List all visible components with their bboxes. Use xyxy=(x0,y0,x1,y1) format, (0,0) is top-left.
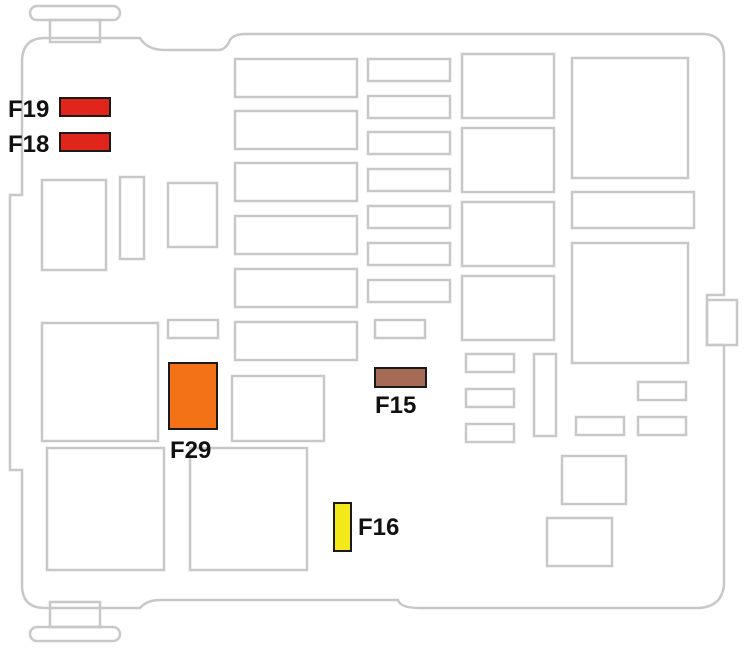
fuse-slot xyxy=(233,267,359,309)
fuse-label-f16: F16 xyxy=(358,514,399,541)
fuse-slot xyxy=(233,161,359,203)
relay-slot xyxy=(40,178,108,272)
highlighted-fuses xyxy=(59,97,427,552)
relay-slot xyxy=(230,374,326,443)
fuse-f29 xyxy=(168,362,218,430)
fuse-slot xyxy=(464,352,516,374)
fuse-f16 xyxy=(333,502,352,552)
fuse-slot xyxy=(366,167,452,193)
fuse-slot xyxy=(636,415,688,437)
fuse-label-f19: F19 xyxy=(8,96,49,123)
fuse-label-f18: F18 xyxy=(8,131,49,158)
side-connector xyxy=(705,298,739,347)
fuse-slot xyxy=(233,109,359,151)
relay-slot xyxy=(570,241,690,365)
fuse-slot xyxy=(366,94,452,120)
fuse-f19 xyxy=(59,97,111,117)
fuse-slot xyxy=(373,318,427,340)
fuse-f15 xyxy=(374,367,427,388)
top-lug-post xyxy=(48,18,102,44)
relay-slot xyxy=(560,454,628,506)
fuse-label-f15: F15 xyxy=(375,392,416,419)
fuse-slot xyxy=(532,352,558,438)
fuse-labels: F19 F18 F29 F15 F16 xyxy=(8,96,416,541)
fuse-slot xyxy=(366,57,452,83)
fuse-slot xyxy=(233,214,359,256)
bottom-mounting-lug xyxy=(28,625,122,643)
relay-slot xyxy=(40,321,160,443)
relay-slot xyxy=(166,318,220,340)
fuse-slot xyxy=(233,57,359,99)
fuse-slot xyxy=(366,204,452,230)
fuse-slot xyxy=(464,422,516,444)
relay-slot xyxy=(570,190,696,230)
fuse-slot xyxy=(636,380,688,402)
relay-slot xyxy=(460,52,556,120)
fuse-slot xyxy=(366,278,452,304)
top-mounting-lug xyxy=(28,4,122,22)
housing-outline xyxy=(8,32,726,610)
relay-slot xyxy=(166,181,219,249)
relay-slot xyxy=(460,200,556,268)
bottom-lug-post xyxy=(48,600,102,629)
relay-slot xyxy=(460,274,556,342)
relay-slot xyxy=(118,175,146,261)
relay-slot xyxy=(45,446,166,572)
fuse-slot xyxy=(464,387,516,409)
fuse-slot xyxy=(233,320,359,362)
fuse-box-outline xyxy=(8,4,739,643)
fuse-label-f29: F29 xyxy=(170,437,211,464)
fuse-slot xyxy=(574,415,626,437)
fuse-slot xyxy=(366,241,452,267)
relay-slot xyxy=(570,56,690,180)
fuse-f18 xyxy=(59,132,111,152)
fuse-slot xyxy=(366,130,452,156)
relay-slot xyxy=(460,126,556,194)
relay-slot xyxy=(545,516,614,568)
relay-slot xyxy=(188,446,309,572)
